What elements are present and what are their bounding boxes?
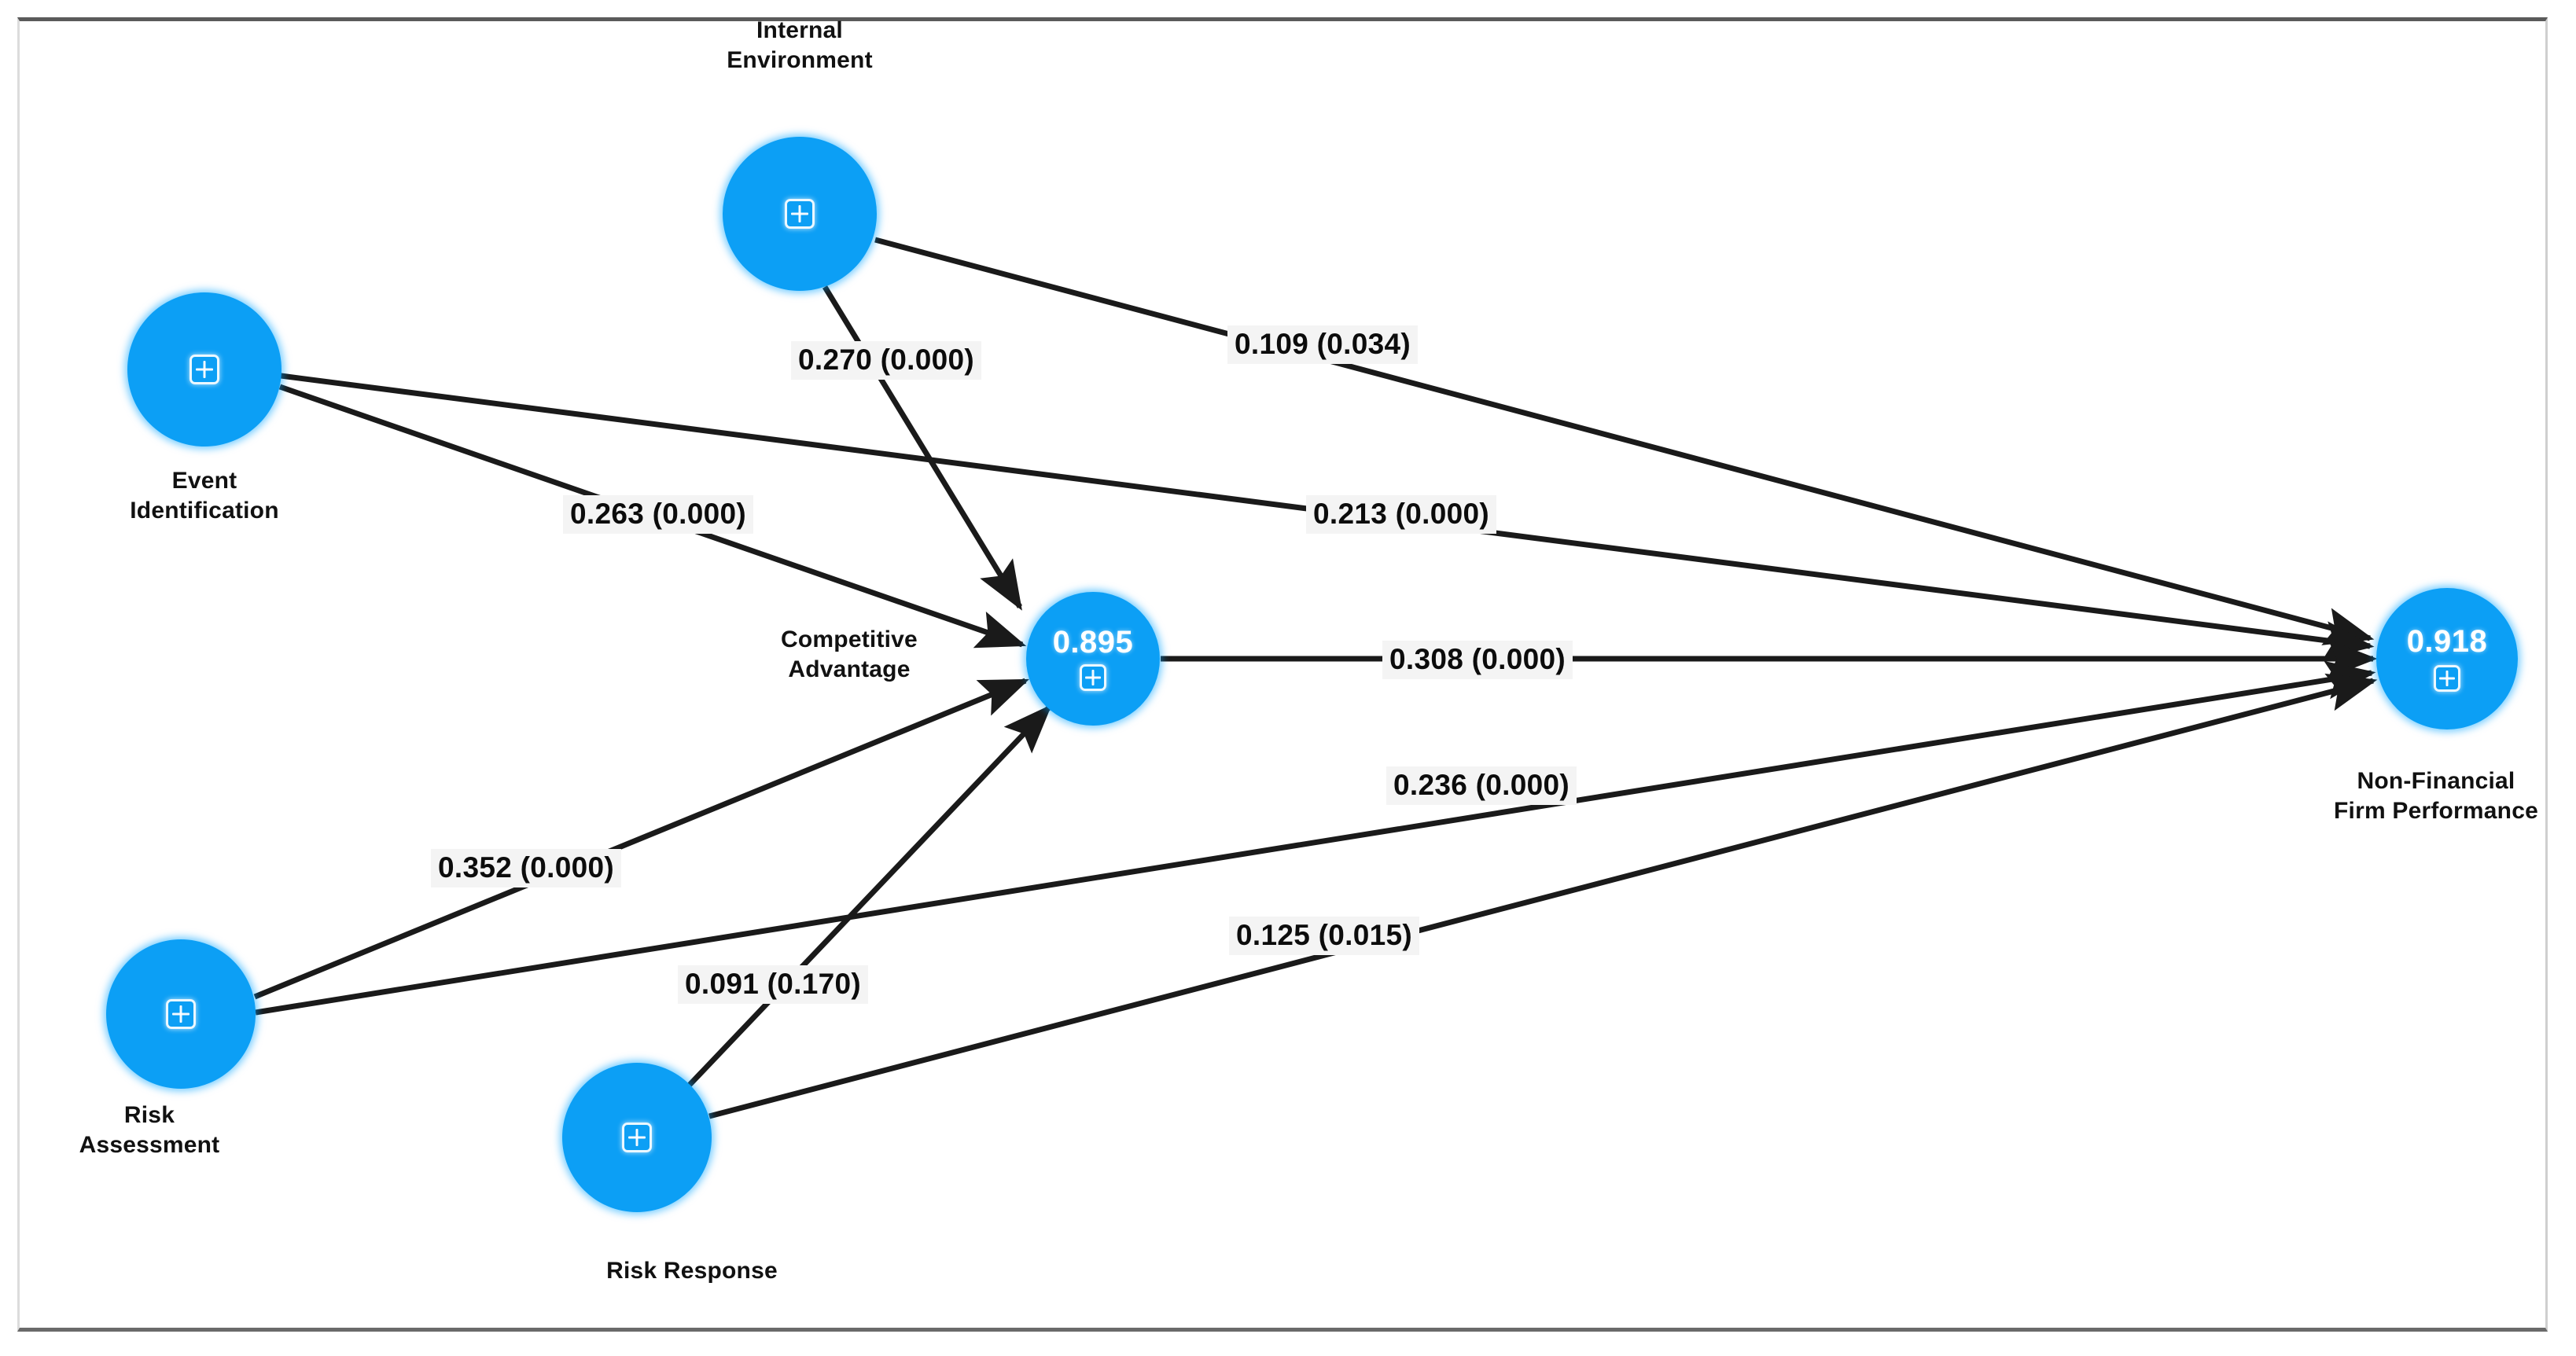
node-risk-assessment[interactable] (106, 939, 256, 1089)
node-internal-environment[interactable] (723, 137, 877, 291)
node-competitive-advantage[interactable]: 0.895 (1026, 592, 1160, 726)
edge-label-ei-ca: 0.263 (0.000) (563, 495, 754, 534)
edge-label-ra-ca: 0.352 (0.000) (431, 849, 622, 887)
r-squared-value: 0.918 (2406, 624, 2488, 659)
plus-square-icon (785, 199, 815, 229)
plus-square-icon (1080, 664, 1106, 691)
edge-label-ei-nfp: 0.213 (0.000) (1306, 495, 1497, 534)
r-squared-value: 0.895 (1052, 625, 1134, 660)
edge-label-rr-nfp: 0.125 (0.015) (1229, 917, 1420, 955)
node-risk-response[interactable] (562, 1063, 712, 1212)
edge-label-ra-nfp: 0.236 (0.000) (1386, 766, 1577, 805)
edge-label-ie-nfp: 0.109 (0.034) (1227, 325, 1419, 364)
edge-label-ca-nfp: 0.308 (0.000) (1382, 641, 1573, 679)
node-non-financial-firm-performance[interactable]: 0.918 (2376, 588, 2518, 729)
figure-frame (17, 17, 2548, 1332)
edge-label-ie-ca: 0.270 (0.000) (791, 341, 982, 380)
node-event-identification[interactable] (127, 292, 282, 446)
plus-square-icon (190, 355, 219, 384)
plus-square-icon (166, 999, 196, 1029)
edge-label-rr-ca: 0.091 (0.170) (678, 965, 869, 1004)
plus-square-icon (622, 1123, 652, 1152)
plus-square-icon (2434, 665, 2460, 692)
